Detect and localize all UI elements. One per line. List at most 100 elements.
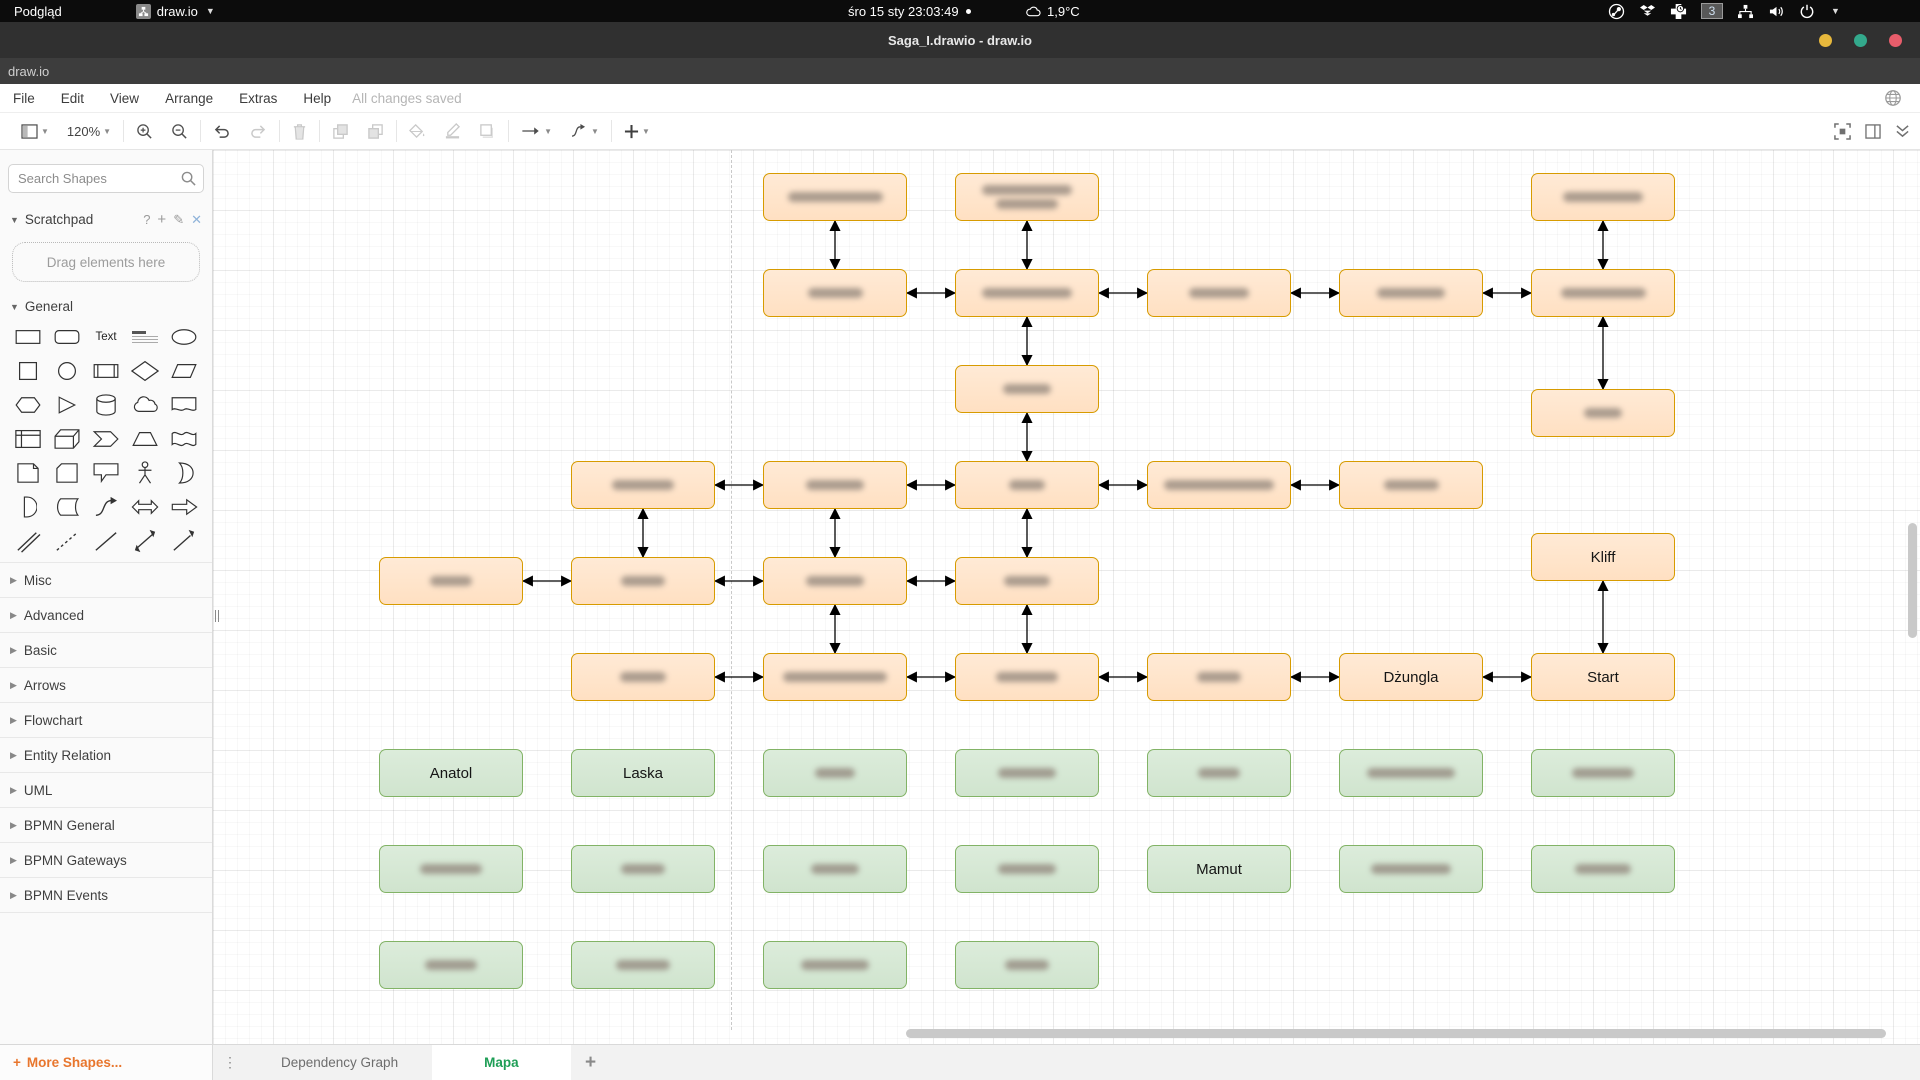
sidebar-section-arrows[interactable]: ▶Arrows — [0, 668, 212, 703]
diagram-node[interactable] — [1147, 653, 1291, 701]
diagram-node[interactable] — [955, 461, 1099, 509]
diagram-node[interactable] — [1339, 845, 1483, 893]
diagram-node[interactable] — [955, 269, 1099, 317]
tray-clock-icon[interactable] — [1670, 3, 1687, 20]
shape-callout[interactable] — [86, 460, 125, 486]
diagram-node[interactable] — [955, 941, 1099, 989]
waypoint-style-button[interactable]: ▼ — [561, 113, 608, 149]
diagram-node[interactable] — [1339, 269, 1483, 317]
diagram-node[interactable]: Mamut — [1147, 845, 1291, 893]
shape-parallelogram[interactable] — [165, 358, 204, 384]
weather-widget[interactable]: 1,9°C — [1026, 0, 1080, 22]
to-front-button[interactable] — [323, 113, 358, 149]
workspace-indicator[interactable]: 3 — [1701, 3, 1723, 19]
scratchpad-close-icon[interactable]: ✕ — [191, 212, 202, 228]
diagram-node[interactable] — [379, 845, 523, 893]
shadow-button[interactable] — [470, 113, 505, 149]
diagram-node[interactable] — [1339, 461, 1483, 509]
sidebar-resize-handle[interactable] — [215, 608, 225, 624]
power-icon[interactable] — [1799, 3, 1815, 19]
diagram-node[interactable] — [1147, 461, 1291, 509]
diagram-node[interactable] — [379, 557, 523, 605]
shape-cloud[interactable] — [126, 392, 165, 418]
diagram-node[interactable] — [571, 845, 715, 893]
search-input[interactable] — [8, 164, 204, 193]
scratchpad-dropzone[interactable]: Drag elements here — [12, 242, 200, 282]
sidebar-section-misc[interactable]: ▶Misc — [0, 563, 212, 598]
shape-or[interactable] — [165, 460, 204, 486]
diagram-node[interactable] — [955, 173, 1099, 221]
diagram-node[interactable] — [1531, 269, 1675, 317]
shape-bidirectional-connector[interactable] — [126, 528, 165, 554]
zoom-out-button[interactable] — [162, 113, 197, 149]
shape-rounded-rectangle[interactable] — [47, 324, 86, 350]
connection-style-button[interactable]: ▼ — [512, 113, 561, 149]
line-color-button[interactable] — [435, 113, 470, 149]
scratchpad-add-icon[interactable]: + — [157, 211, 166, 228]
view-panels-button[interactable]: ▼ — [12, 113, 58, 149]
menu-item-extras[interactable]: Extras — [226, 84, 290, 112]
sidebar-section-entity-relation[interactable]: ▶Entity Relation — [0, 738, 212, 773]
shape-text[interactable]: Text — [86, 324, 125, 350]
maximize-button[interactable] — [1854, 34, 1867, 47]
shape-actor[interactable] — [126, 460, 165, 486]
menu-item-edit[interactable]: Edit — [48, 84, 97, 112]
sidebar-section-bpmn-events[interactable]: ▶BPMN Events — [0, 878, 212, 913]
scratchpad-header[interactable]: ▼ Scratchpad ? + ✎ ✕ — [10, 211, 202, 228]
shape-bidirectional-arrow[interactable] — [126, 494, 165, 520]
diagram-node[interactable] — [763, 461, 907, 509]
diagram-node[interactable] — [763, 557, 907, 605]
scratchpad-help-icon[interactable]: ? — [143, 212, 150, 227]
collapse-double-chevron-icon[interactable] — [1895, 124, 1910, 138]
search-icon[interactable] — [181, 171, 196, 186]
diagram-node[interactable] — [571, 653, 715, 701]
shape-arrow[interactable] — [165, 494, 204, 520]
shape-square[interactable] — [8, 358, 47, 384]
shape-directional-connector[interactable] — [165, 528, 204, 554]
shape-line[interactable] — [86, 528, 125, 554]
network-icon[interactable] — [1737, 4, 1754, 19]
diagram-node[interactable]: Laska — [571, 749, 715, 797]
shape-hexagon[interactable] — [8, 392, 47, 418]
close-button[interactable] — [1889, 34, 1902, 47]
fill-color-button[interactable] — [400, 113, 435, 149]
sidebar-section-advanced[interactable]: ▶Advanced — [0, 598, 212, 633]
redo-button[interactable] — [240, 113, 276, 149]
page-tab-mapa[interactable]: Mapa — [432, 1045, 571, 1080]
more-shapes-button[interactable]: + More Shapes... — [0, 1044, 212, 1080]
diagram-node[interactable] — [1339, 749, 1483, 797]
diagram-node[interactable] — [955, 653, 1099, 701]
shape-triangle[interactable] — [47, 392, 86, 418]
zoom-level-dropdown[interactable]: 120% ▼ — [58, 113, 120, 149]
diagram-node[interactable] — [571, 557, 715, 605]
diagram-node[interactable] — [763, 845, 907, 893]
pages-menu-button[interactable]: ⋮ — [213, 1045, 247, 1080]
clock-widget[interactable]: śro 15 sty 23:03:49 — [848, 0, 971, 22]
fullscreen-icon[interactable] — [1834, 123, 1851, 140]
sidebar-section-uml[interactable]: ▶UML — [0, 773, 212, 808]
diagram-canvas[interactable]: KliffDżunglaStartAnatolLaskaMamut — [213, 150, 1920, 1044]
shape-dashed-line[interactable] — [47, 528, 86, 554]
shape-tape[interactable] — [165, 426, 204, 452]
shape-cylinder[interactable] — [86, 392, 125, 418]
diagram-node[interactable] — [763, 749, 907, 797]
diagram-node[interactable] — [763, 173, 907, 221]
horizontal-scrollbar[interactable] — [906, 1029, 1886, 1038]
dropbox-icon[interactable] — [1639, 4, 1656, 19]
diagram-node[interactable] — [763, 653, 907, 701]
shape-card[interactable] — [47, 460, 86, 486]
diagram-node[interactable] — [1147, 749, 1291, 797]
shape-note[interactable] — [8, 460, 47, 486]
diagram-node[interactable] — [955, 749, 1099, 797]
menu-item-arrange[interactable]: Arrange — [152, 84, 226, 112]
diagram-node[interactable] — [955, 557, 1099, 605]
steam-icon[interactable] — [1608, 3, 1625, 20]
shape-circle[interactable] — [47, 358, 86, 384]
zoom-in-button[interactable] — [127, 113, 162, 149]
diagram-node[interactable] — [1147, 269, 1291, 317]
sidebar-section-flowchart[interactable]: ▶Flowchart — [0, 703, 212, 738]
language-globe-icon[interactable] — [1884, 89, 1902, 107]
delete-button[interactable] — [283, 113, 316, 149]
diagram-node[interactable] — [763, 269, 907, 317]
diagram-node[interactable] — [1531, 389, 1675, 437]
